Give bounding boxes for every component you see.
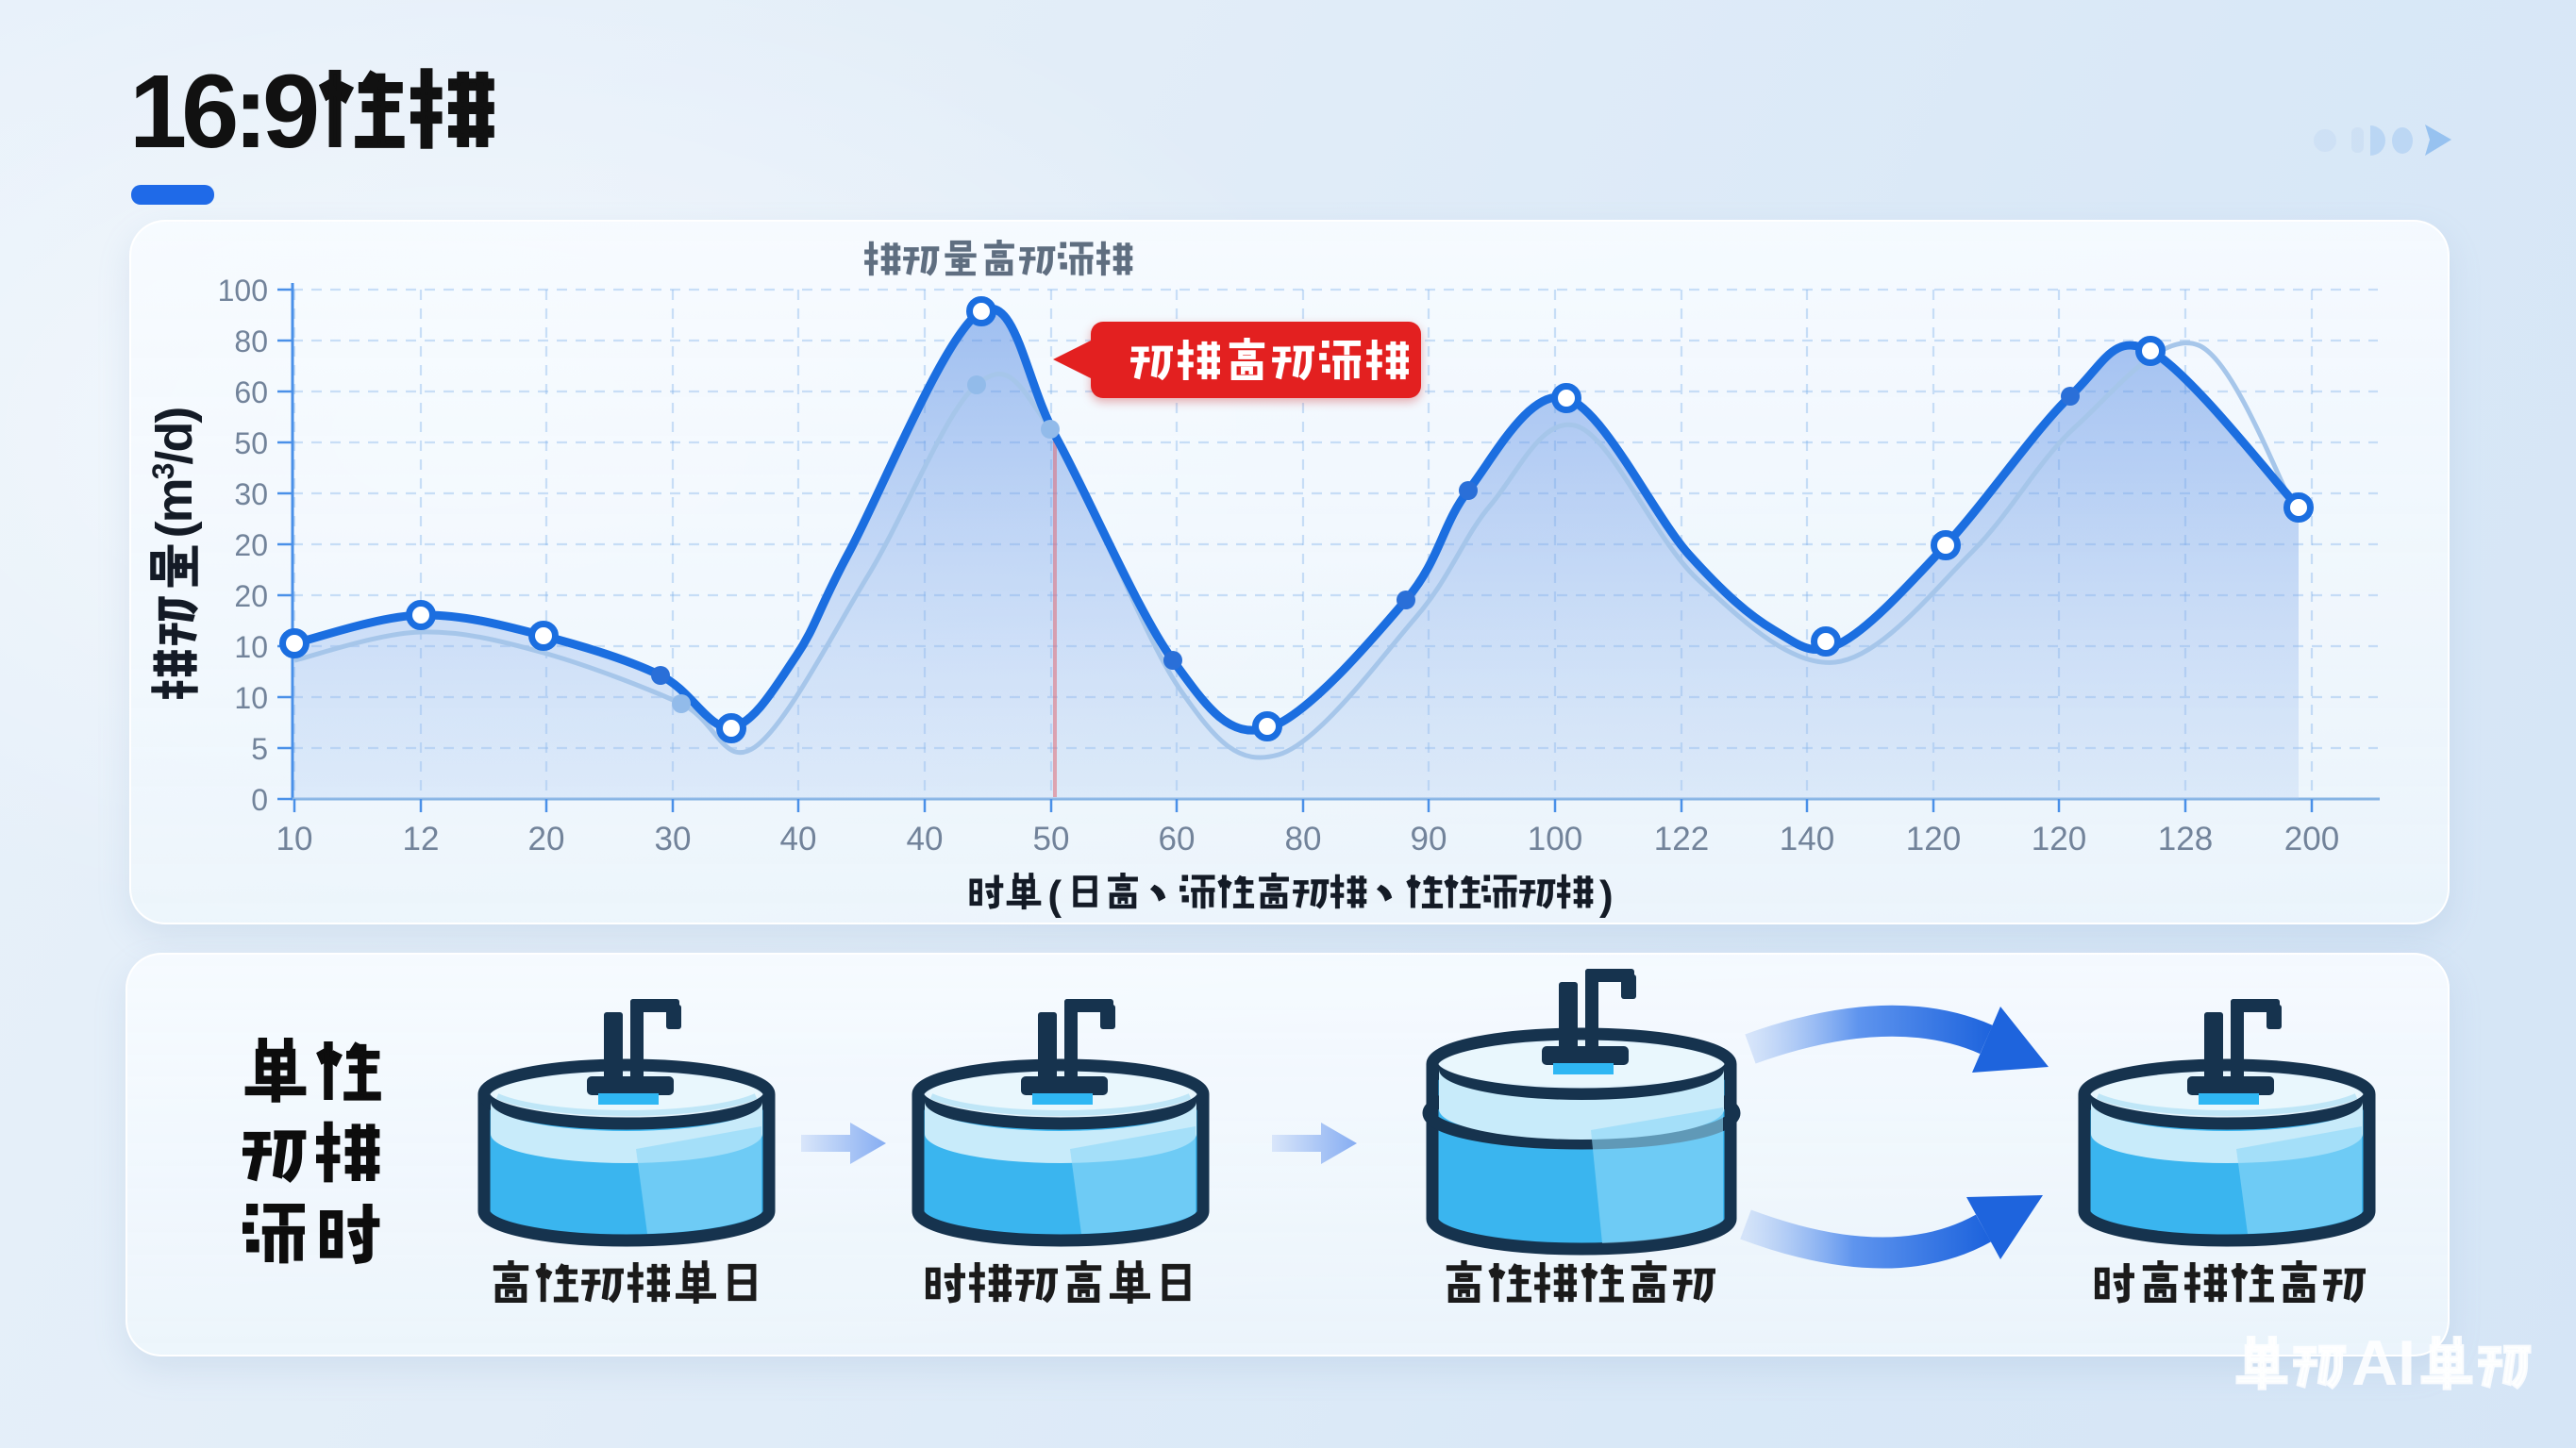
svg-text:0: 0: [251, 783, 268, 817]
svg-text:20: 20: [528, 821, 565, 857]
svg-text:40: 40: [907, 821, 944, 857]
svg-text:30: 30: [655, 821, 692, 857]
svg-text:128: 128: [2158, 821, 2213, 857]
svg-text:120: 120: [1906, 821, 1961, 857]
svg-text:80: 80: [1285, 821, 1322, 857]
svg-text:10: 10: [234, 630, 268, 664]
svg-text:100: 100: [218, 274, 268, 308]
svg-text:122: 122: [1654, 821, 1709, 857]
svg-text:60: 60: [234, 375, 268, 409]
svg-text:60: 60: [1159, 821, 1196, 857]
svg-text:10: 10: [276, 821, 313, 857]
svg-text:200: 200: [2284, 821, 2339, 857]
svg-text:120: 120: [2032, 821, 2086, 857]
svg-text:50: 50: [234, 426, 268, 460]
svg-text:30: 30: [234, 477, 268, 511]
svg-text:40: 40: [780, 821, 817, 857]
svg-text:10: 10: [234, 681, 268, 715]
svg-text:140: 140: [1780, 821, 1834, 857]
svg-text:20: 20: [234, 528, 268, 562]
svg-text:5: 5: [251, 732, 268, 766]
svg-text:12: 12: [403, 821, 440, 857]
svg-text:20: 20: [234, 579, 268, 613]
svg-text:50: 50: [1033, 821, 1070, 857]
svg-text:90: 90: [1411, 821, 1447, 857]
svg-text:100: 100: [1528, 821, 1582, 857]
svg-text:80: 80: [234, 325, 268, 358]
